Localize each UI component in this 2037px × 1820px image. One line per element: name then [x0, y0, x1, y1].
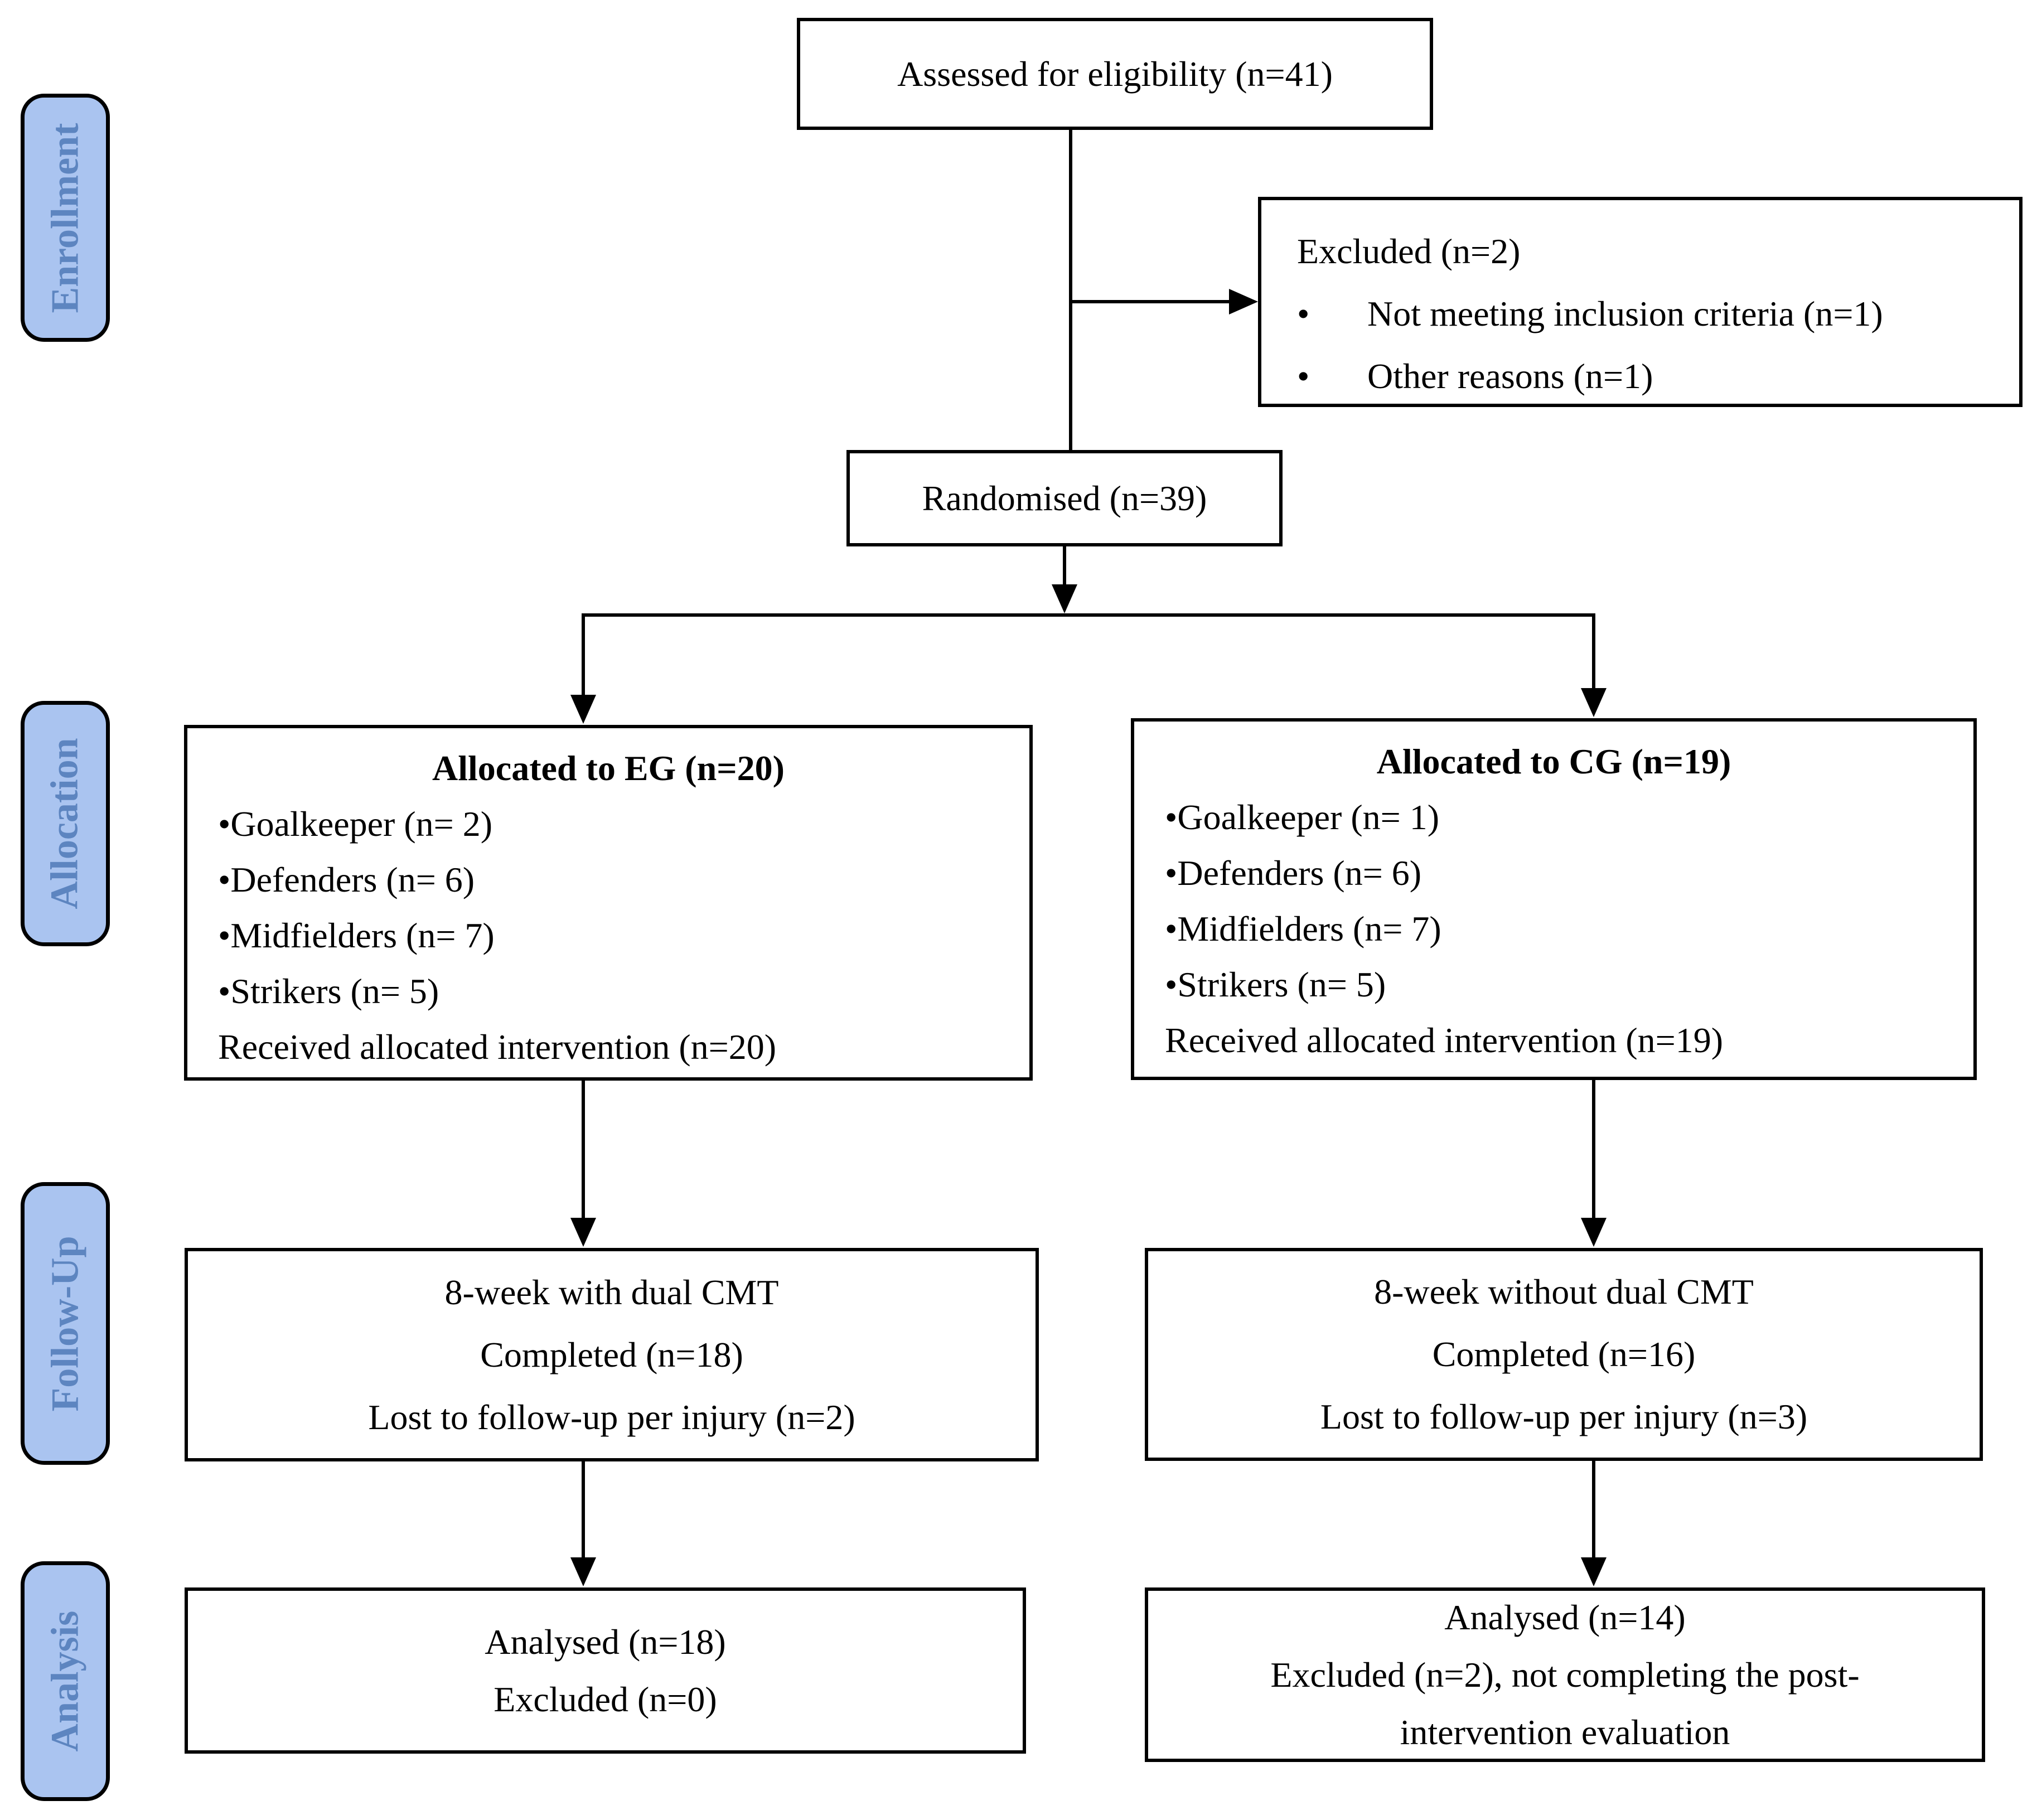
cg-followup-line-2: Completed (n=16) — [1432, 1334, 1696, 1374]
connector-cg-followup-analysis — [1592, 1461, 1595, 1558]
arrowhead-eg-allocation — [570, 695, 596, 724]
excluded-bullet-1: Not meeting inclusion criteria (n=1) — [1367, 294, 1883, 333]
eg-allocation-bullet-row: •Goalkeeper (n= 2) — [187, 796, 1029, 852]
connector-randomised-splitter — [1063, 546, 1066, 585]
bullet-icon: • — [1165, 853, 1178, 893]
eg-allocation-bullet-row: •Defenders (n= 6) — [187, 852, 1029, 908]
stage-label-analysis: Analysis — [21, 1561, 110, 1801]
arrowhead-eg-analysis — [570, 1557, 596, 1586]
stage-label-followup-text: Follow-Up — [43, 1236, 86, 1411]
cg-analysis-line-2: Excluded (n=2), not completing the post- — [1270, 1655, 1860, 1695]
cg-bullet-3: Midfielders (n= 7) — [1177, 909, 1441, 948]
cg-bullet-4: Strikers (n= 5) — [1177, 965, 1386, 1004]
stage-label-analysis-text: Analysis — [43, 1610, 86, 1752]
eg-bullet-3: Midfielders (n= 7) — [230, 916, 495, 955]
eg-allocation-bullet-row: •Midfielders (n= 7) — [187, 908, 1029, 964]
arrowhead-cg-allocation — [1581, 688, 1607, 717]
cg-followup-line-3: Lost to follow-up per injury (n=3) — [1320, 1397, 1808, 1436]
cg-allocation-bullet-row: •Strikers (n= 5) — [1134, 957, 1973, 1013]
cg-allocation-footer: Received allocated intervention (n=19) — [1165, 1020, 1724, 1060]
cg-analysis-line-1: Analysed (n=14) — [1444, 1598, 1686, 1637]
eg-bullet-2: Defenders (n= 6) — [230, 860, 475, 899]
arrowhead-splitter — [1052, 584, 1077, 613]
stage-label-enrollment: Enrollment — [21, 94, 110, 342]
excluded-box: Excluded (n=2) • Not meeting inclusion cr… — [1258, 197, 2023, 407]
bullet-icon: • — [218, 916, 231, 955]
cg-bullet-2: Defenders (n= 6) — [1177, 853, 1422, 893]
eg-allocation-box: Allocated to EG (n=20) •Goalkeeper (n= 2… — [184, 725, 1033, 1081]
bullet-icon: • — [1297, 356, 1310, 396]
cg-allocation-bullet-row: •Goalkeeper (n= 1) — [1134, 790, 1973, 845]
excluded-bullet-2: Other reasons (n=1) — [1367, 356, 1653, 396]
eg-allocation-footer: Received allocated intervention (n=20) — [218, 1027, 777, 1067]
bullet-icon: • — [218, 804, 231, 844]
connector-assessed-randomised — [1069, 130, 1072, 450]
eg-allocation-bullet-row: •Strikers (n= 5) — [187, 964, 1029, 1019]
eg-analysis-line-2: Excluded (n=0) — [493, 1679, 717, 1719]
arrowhead-eg-followup — [570, 1218, 596, 1247]
cg-allocation-title: Allocated to CG (n=19) — [1376, 742, 1731, 781]
bullet-icon: • — [1165, 965, 1178, 1004]
stage-label-followup: Follow-Up — [21, 1182, 110, 1465]
stage-label-allocation-text: Allocation — [43, 738, 86, 909]
cg-analysis-line-3: intervention evaluation — [1400, 1712, 1730, 1752]
randomised-text: Randomised (n=39) — [922, 478, 1207, 518]
eg-allocation-title: Allocated to EG (n=20) — [432, 748, 785, 788]
connector-cg-allocation-followup — [1592, 1080, 1595, 1219]
stage-label-enrollment-text: Enrollment — [43, 123, 87, 313]
cg-allocation-bullet-row: •Defenders (n= 6) — [1134, 845, 1973, 901]
eg-analysis-box: Analysed (n=18) Excluded (n=0) — [185, 1587, 1026, 1754]
cg-allocation-box: Allocated to CG (n=19) •Goalkeeper (n= 1… — [1131, 718, 1977, 1080]
eg-bullet-4: Strikers (n= 5) — [230, 971, 439, 1011]
eg-bullet-1: Goalkeeper (n= 2) — [230, 804, 493, 844]
eg-analysis-line-1: Analysed (n=18) — [485, 1622, 726, 1662]
bullet-icon: • — [218, 971, 231, 1011]
cg-allocation-bullet-row: •Midfielders (n= 7) — [1134, 901, 1973, 957]
bullet-icon: • — [1165, 909, 1178, 948]
bullet-icon: • — [1297, 294, 1310, 333]
cg-analysis-box: Analysed (n=14) Excluded (n=2), not comp… — [1145, 1587, 1985, 1762]
excluded-bullet-row: • Not meeting inclusion criteria (n=1) — [1261, 283, 2019, 345]
arrowhead-excluded — [1229, 289, 1258, 314]
connector-excluded-branch — [1071, 300, 1231, 303]
bullet-icon: • — [218, 860, 231, 899]
cg-followup-line-1: 8-week without dual CMT — [1374, 1272, 1754, 1311]
eg-followup-line-3: Lost to follow-up per injury (n=2) — [368, 1397, 855, 1437]
cg-bullet-1: Goalkeeper (n= 1) — [1177, 797, 1440, 837]
connector-splitter-cg — [1592, 613, 1595, 689]
connector-splitter-eg — [582, 613, 585, 696]
stage-label-allocation: Allocation — [21, 701, 110, 946]
excluded-bullet-row: • Other reasons (n=1) — [1261, 345, 2019, 408]
arrowhead-cg-analysis — [1581, 1557, 1607, 1586]
assessed-text: Assessed for eligibility (n=41) — [897, 54, 1333, 94]
connector-eg-followup-analysis — [582, 1461, 585, 1558]
excluded-title: Excluded (n=2) — [1297, 231, 1521, 271]
assessed-box: Assessed for eligibility (n=41) — [797, 18, 1433, 130]
arrowhead-cg-followup — [1581, 1218, 1607, 1247]
eg-followup-line-1: 8-week with dual CMT — [444, 1272, 779, 1312]
eg-followup-box: 8-week with dual CMT Completed (n=18) Lo… — [185, 1248, 1039, 1461]
randomised-box: Randomised (n=39) — [846, 450, 1283, 546]
connector-splitter-horizontal — [582, 613, 1595, 617]
cg-followup-box: 8-week without dual CMT Completed (n=16)… — [1145, 1248, 1983, 1461]
connector-eg-allocation-followup — [582, 1081, 585, 1219]
eg-followup-line-2: Completed (n=18) — [480, 1334, 743, 1374]
bullet-icon: • — [1165, 797, 1178, 837]
